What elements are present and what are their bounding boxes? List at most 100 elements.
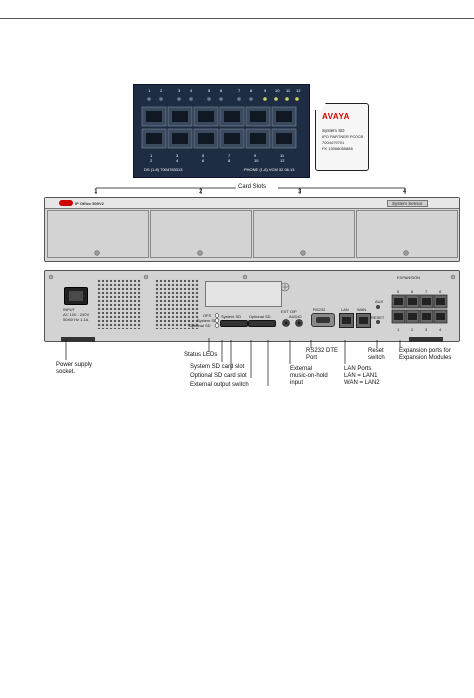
slot-number: 1 [94,189,98,195]
rear-panel: INPUT AC 100 - 240V 50/60 Hz 1.1A OFS Sy… [44,270,460,342]
exp-top-number: 6 [411,289,414,294]
card-bottom-number: 8 [228,158,231,163]
ext-output-audio-jacks[interactable] [281,317,311,329]
vent-grid-left [97,279,141,329]
card-slot-cover-4 [356,210,458,258]
card-bottom-number: 11 [280,153,285,158]
card-footer-left: DS (1-8) 7004783313 [144,167,183,172]
card-bottom-number: 5 [202,153,205,158]
sd-slot-label-optional: Optional SD [249,314,271,319]
wan-label: WAN [357,307,367,312]
card-bottom-number: 1 [150,153,153,158]
card-bottom-number: 4 [176,158,179,163]
card-port-block [141,106,297,149]
callout-system-sd-slot: System SD card slot [190,364,245,370]
card-footer-right: PHONE (1-8) VCM 32 06.13 [244,167,295,172]
card-top-number: 1 [148,88,151,93]
card-top-number: 6 [220,88,223,93]
sd-card-brand: AVAYA [322,112,350,121]
card-top-number: 2 [160,88,163,93]
power-foot [61,337,95,342]
exp-bottom-number: 3 [425,327,428,332]
led-label-system-sd: System SD [197,318,218,323]
expansion-title: EXPANSION [397,275,421,280]
card-bottom-number: 12 [280,158,285,163]
status-led-icons [214,313,220,328]
exp-top-number: 5 [397,289,400,294]
card-top-number: 12 [296,88,301,93]
rear-foot-right [409,337,443,342]
card-slots-title: Card Slots [238,184,267,190]
exp-top-number: 8 [439,289,442,294]
callout-status-leds: Status LEDs [184,352,218,358]
exp-bottom-number: 2 [411,327,414,332]
led-label-ofs: OFS [203,313,212,318]
sd-card: AVAYA System SD IPO PARTNER PC0CB 700447… [311,102,369,171]
expansion-ports[interactable] [390,294,452,326]
card-top-number: 3 [178,88,181,93]
exp-bottom-number: 4 [439,327,442,332]
vent-grid-right [155,279,199,329]
aux-reset-buttons[interactable] [373,303,383,327]
exp-bottom-number: 1 [397,327,400,332]
rear-rivets [48,274,456,292]
lan-label: LAN [341,307,349,312]
card-slots-bracket [95,187,406,194]
reset-label: RESET [371,315,385,320]
system-sd-slot[interactable] [220,320,248,327]
card-top-number: 5 [208,88,211,93]
rs232-label: RS232 [313,307,326,312]
slot-number: 2 [199,189,203,195]
front-top-strip [45,198,459,209]
card-bottom-number: 2 [150,158,153,163]
card-bottom-number: 3 [176,153,179,158]
card-top-number: 11 [286,88,291,93]
sd-card-line3: 7004479701 [322,140,345,145]
sd-slot-label-system: System SD [221,314,242,319]
card-top-number: 8 [250,88,253,93]
card-top-number: 7 [238,88,241,93]
callout-ext-output: External output switch [190,382,249,388]
card-top-number: 4 [190,88,193,93]
sd-card-line2: IPO PARTNER PC0CB [322,134,364,139]
front-badge: System Sensor [387,200,428,207]
card-slot-cover-3 [253,210,355,258]
audio-label: AUDIO [289,314,302,319]
front-panel: IP Office 500V2 System Sensor [44,197,460,262]
front-screws [94,250,409,256]
avaya-logo-mark [59,200,73,206]
wan-port[interactable] [356,313,371,328]
callout-optional-sd-slot: Optional SD card slot [190,373,247,379]
card-bottom-number: 10 [254,158,259,163]
card-led-row [147,97,299,101]
power-socket[interactable] [64,287,88,305]
lan-port[interactable] [339,313,354,328]
rs232-port[interactable] [311,313,335,327]
sd-card-line1: System SD [322,128,345,133]
card-top-number: 10 [275,88,280,93]
optional-sd-slot[interactable] [248,320,276,327]
power-input-line: 50/60 Hz 1.1A [63,317,89,322]
slot-number: 3 [298,189,302,195]
card-top-number: 9 [264,88,267,93]
power-input-line: INPUT [63,307,75,312]
card-bottom-number: 6 [202,158,205,163]
exp-top-number: 7 [425,289,428,294]
power-input-line: AC 100 - 240V [63,312,90,317]
slot-number: 4 [403,189,407,195]
aux-label: AUX [375,299,384,304]
callout-lines [65,338,401,386]
card-slot-cover-2 [150,210,252,258]
sd-card-line4: FK 13068055888 [322,146,353,151]
phone-card-photo: 1 2 3 4 5 6 7 8 9 10 11 12 [133,84,310,178]
card-slot-cover-1 [47,210,149,258]
header-rule [0,18,474,19]
card-bottom-number: 7 [228,153,231,158]
rear-blank-plate [205,281,282,307]
sd-card-notch [311,102,327,110]
